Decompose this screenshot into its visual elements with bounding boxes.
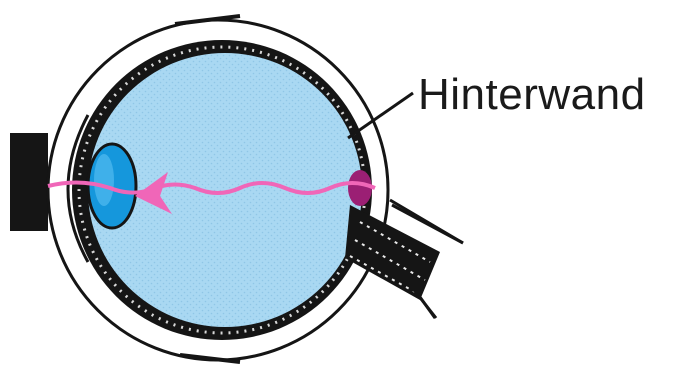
observed-object	[10, 133, 48, 231]
lens-highlight	[94, 154, 114, 206]
hinterwand-label: Hinterwand	[418, 70, 646, 120]
retina-spot	[348, 170, 372, 206]
